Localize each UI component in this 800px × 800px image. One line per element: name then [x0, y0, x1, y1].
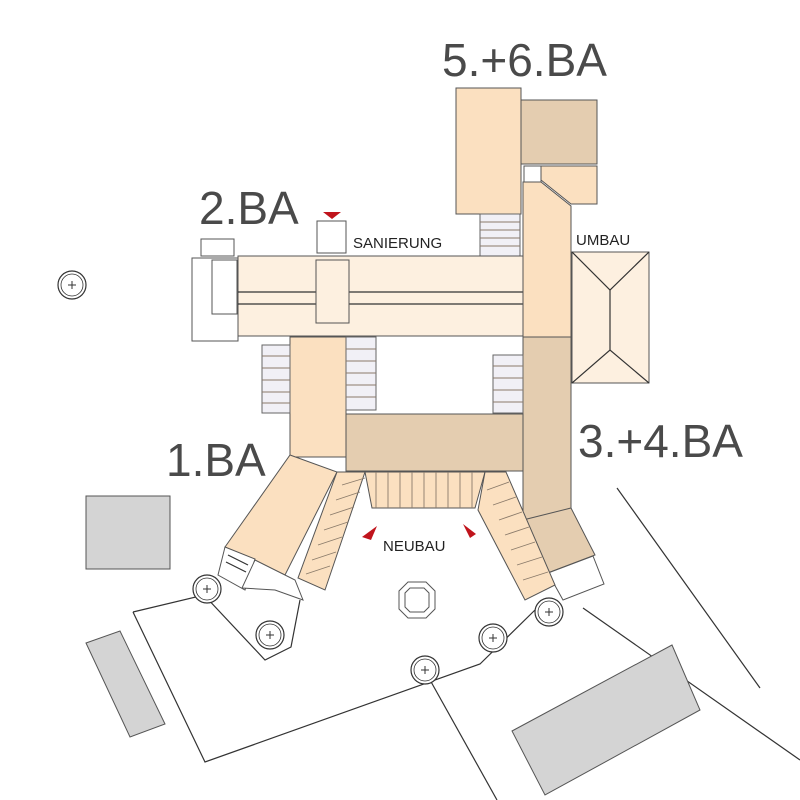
neighbor-buildings [85, 495, 701, 796]
wing-2 [191, 220, 524, 342]
label-neubau: NEUBAU [381, 538, 448, 555]
stairs-courtyard [261, 336, 524, 414]
umbau-block [571, 251, 650, 384]
label-sanierung: SANIERUNG [351, 235, 445, 252]
neighbor-building-west [85, 495, 171, 570]
wing-5-6 [455, 87, 598, 215]
central-wings [289, 336, 524, 472]
entrance-marker-neubau-east [463, 524, 476, 538]
stair-5-6 [479, 213, 521, 257]
entrance-marker-sanierung [323, 212, 341, 219]
label-umbau: UMBAU [574, 232, 633, 249]
label-ba-1: 1.BA [166, 434, 266, 486]
octagon-feature [398, 581, 436, 619]
tree-icon [478, 623, 508, 653]
wing-1 [217, 454, 338, 601]
tree-icon [410, 655, 440, 685]
label-ba-2: 2.BA [199, 182, 299, 234]
tree-icon [192, 574, 222, 604]
label-ba-5-6: 5.+6.BA [442, 34, 607, 86]
entrance-markers [323, 212, 476, 540]
tree-icon [534, 597, 564, 627]
tree-icon [57, 270, 87, 300]
neighbor-building-southeast [511, 644, 701, 796]
label-ba-3-4: 3.+4.BA [578, 415, 743, 467]
tree-icon [255, 620, 285, 650]
neighbor-building-southwest [85, 630, 166, 738]
entrance-marker-neubau-west [362, 526, 377, 540]
wing-3-4 [522, 181, 605, 601]
neubau-steps [297, 471, 556, 601]
